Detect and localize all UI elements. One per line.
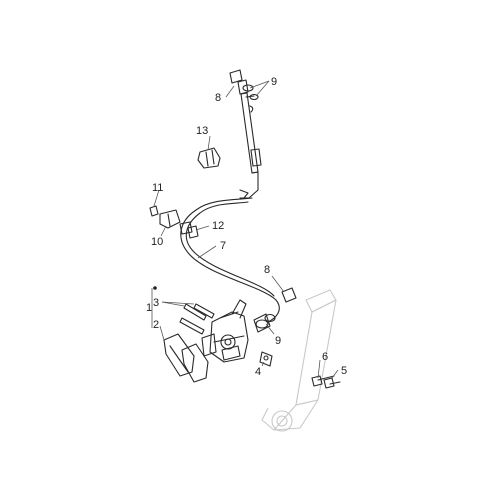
- callout-9-upper: 9: [271, 76, 277, 88]
- callout-11: 11: [152, 182, 163, 194]
- brake-pads-2: [163, 333, 209, 383]
- mount-bolts: [311, 375, 341, 389]
- callout-13: 13: [196, 125, 208, 137]
- fork-leg-ghost: [261, 289, 337, 432]
- brake-hose-7: [180, 197, 280, 323]
- callout-9-lower: 9: [275, 335, 281, 347]
- hose-bracket-10: [149, 205, 181, 229]
- callout-1: 1: [146, 302, 152, 314]
- callout-5: 5: [341, 365, 347, 377]
- hose-guide-12: [179, 221, 199, 239]
- caliper-bolts-3: [179, 303, 215, 335]
- callout-4: 4: [255, 366, 261, 378]
- callout-12: 12: [212, 220, 224, 232]
- callout-dot: [153, 286, 157, 290]
- brake-caliper: [201, 299, 249, 363]
- washer-pair-upper: [242, 84, 259, 101]
- lower-banjo-fitting: [253, 287, 297, 333]
- callout-labels: 1 2 3 4 5 6 7 8 8 9 9 10 11 12 13: [146, 76, 347, 378]
- callout-7: 7: [220, 240, 226, 252]
- callout-8-upper: 8: [215, 92, 221, 104]
- upper-brake-hose: [229, 69, 262, 199]
- washer-4: [259, 351, 273, 367]
- callout-3: 3: [153, 297, 159, 309]
- callout-10: 10: [151, 236, 163, 248]
- leader-lines: [151, 80, 339, 379]
- hose-clip-13: [197, 147, 221, 169]
- callout-2: 2: [153, 319, 159, 331]
- callout-6: 6: [322, 351, 328, 363]
- callout-8-lower: 8: [264, 264, 270, 276]
